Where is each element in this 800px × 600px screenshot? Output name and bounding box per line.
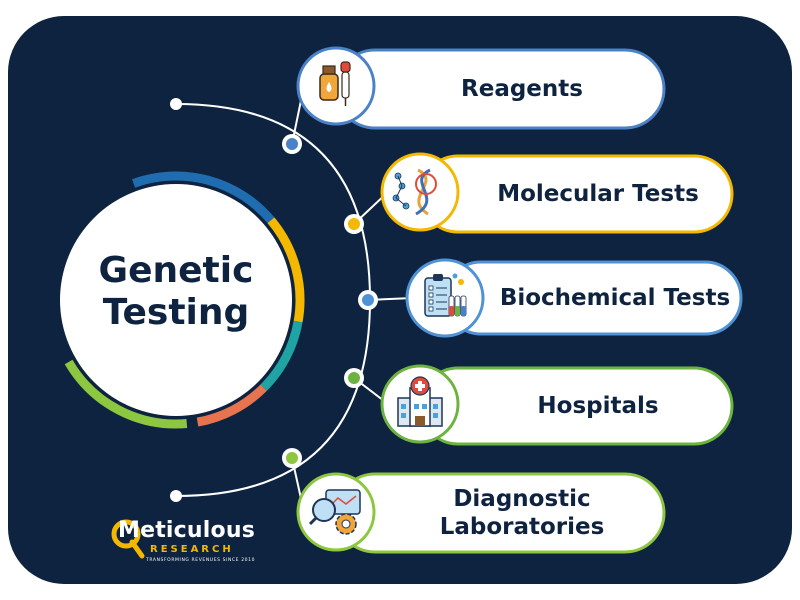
hub-title-line2: Testing <box>102 292 250 333</box>
item-label: Reagents <box>380 50 664 128</box>
arc-node-center <box>286 452 298 464</box>
logo-mark-icon <box>111 519 145 559</box>
hub-title-line1: Genetic <box>98 250 254 291</box>
lab-analysis-icon <box>308 489 361 535</box>
dna-icon <box>392 168 437 216</box>
item-5 <box>282 448 666 554</box>
hub-ring <box>64 171 305 429</box>
item-4 <box>344 364 734 446</box>
item-label: Molecular Tests <box>464 156 732 232</box>
item-label: Biochemical Tests <box>489 262 741 334</box>
item-label-line: Reagents <box>461 76 583 102</box>
hub-circle <box>60 184 292 416</box>
arc-node-center <box>286 138 298 150</box>
item-2 <box>344 152 734 234</box>
hospital-icon <box>397 376 443 427</box>
item-label: Hospitals <box>464 368 732 444</box>
hub-ring-segment <box>196 384 267 427</box>
logo-wordmark: Meticulous <box>118 518 255 543</box>
logo-subword: RESEARCH <box>150 544 234 555</box>
meticulous-research-logo: Meticulous RESEARCH TRANSFORMING REVENUE… <box>106 510 256 570</box>
arc-end-bottom <box>170 490 182 502</box>
items <box>282 46 743 554</box>
arc-node-center <box>362 294 374 306</box>
item-label-line: Hospitals <box>537 393 659 419</box>
arc-node-center <box>348 218 360 230</box>
logo-tagline: TRANSFORMING REVENUES SINCE 2010 <box>146 558 256 563</box>
hub-ring-segment <box>267 217 305 323</box>
hub-ring-segment <box>260 320 303 391</box>
item-label-line: Molecular Tests <box>497 181 699 207</box>
item-1 <box>282 46 666 154</box>
clipboard-test-tubes-icon <box>424 273 467 317</box>
reagents-icon <box>319 61 351 106</box>
item-label-line: Diagnostic <box>453 486 591 512</box>
arc-end-top <box>170 98 182 110</box>
arc-node-center <box>348 372 360 384</box>
item-label-line: Biochemical Tests <box>499 285 731 311</box>
hub-ring-segment <box>64 359 188 429</box>
item-3 <box>358 258 743 338</box>
item-label-line: Laboratories <box>439 514 605 540</box>
hub-ring-segment <box>132 171 275 224</box>
hub-title: Genetic Testing <box>60 232 292 352</box>
